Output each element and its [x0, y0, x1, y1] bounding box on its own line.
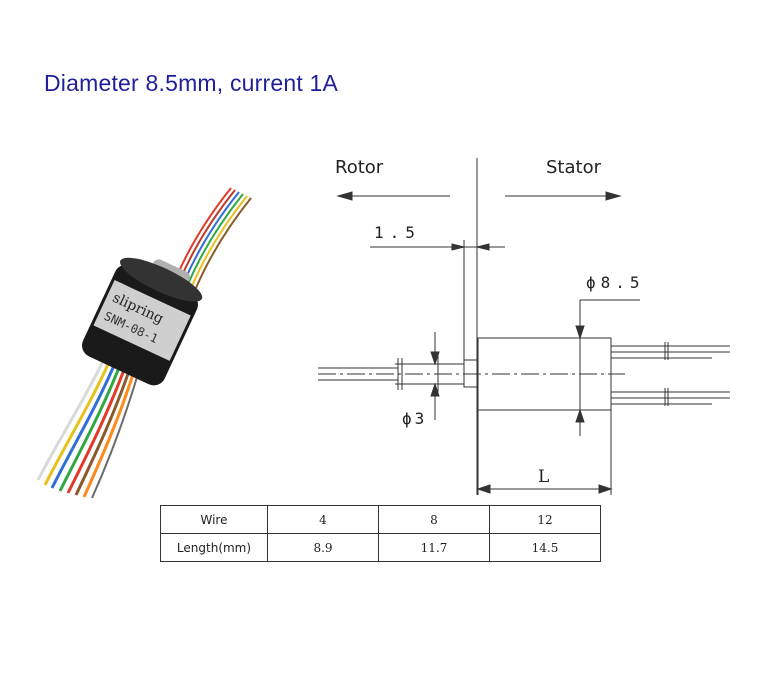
spec-table: Wire 4 8 12 Length(mm) 8.9 11.7 14.5 [160, 505, 601, 562]
table-row: Length(mm) 8.9 11.7 14.5 [160, 533, 601, 562]
page-title: Diameter 8.5mm, current 1A [44, 70, 339, 96]
body-diameter-label: ϕ8.5 [586, 273, 645, 292]
rotor-label: Rotor [335, 157, 384, 178]
table-cell: 8.9 [267, 533, 379, 562]
stator-label: Stator [546, 157, 601, 178]
lower-wires [36, 356, 141, 499]
table-cell: 14.5 [489, 533, 601, 562]
table-header-wire: Wire [160, 505, 268, 534]
table-cell: 11.7 [378, 533, 490, 562]
table-cell: 4 [267, 505, 379, 534]
table-header-length: Length(mm) [160, 533, 268, 562]
table-cell: 12 [489, 505, 601, 534]
technical-drawing [318, 158, 730, 495]
gap-dimension-label: 1.5 [374, 223, 421, 242]
shaft-diameter-label: ϕ3 [402, 409, 428, 428]
upper-wires [175, 187, 252, 289]
table-cell: 8 [378, 505, 490, 534]
product-photo: slipring SNM-08-1 [36, 187, 252, 499]
table-row: Wire 4 8 12 [160, 505, 601, 534]
length-label: L [538, 467, 550, 487]
slip-ring-body: slipring SNM-08-1 [82, 257, 203, 386]
